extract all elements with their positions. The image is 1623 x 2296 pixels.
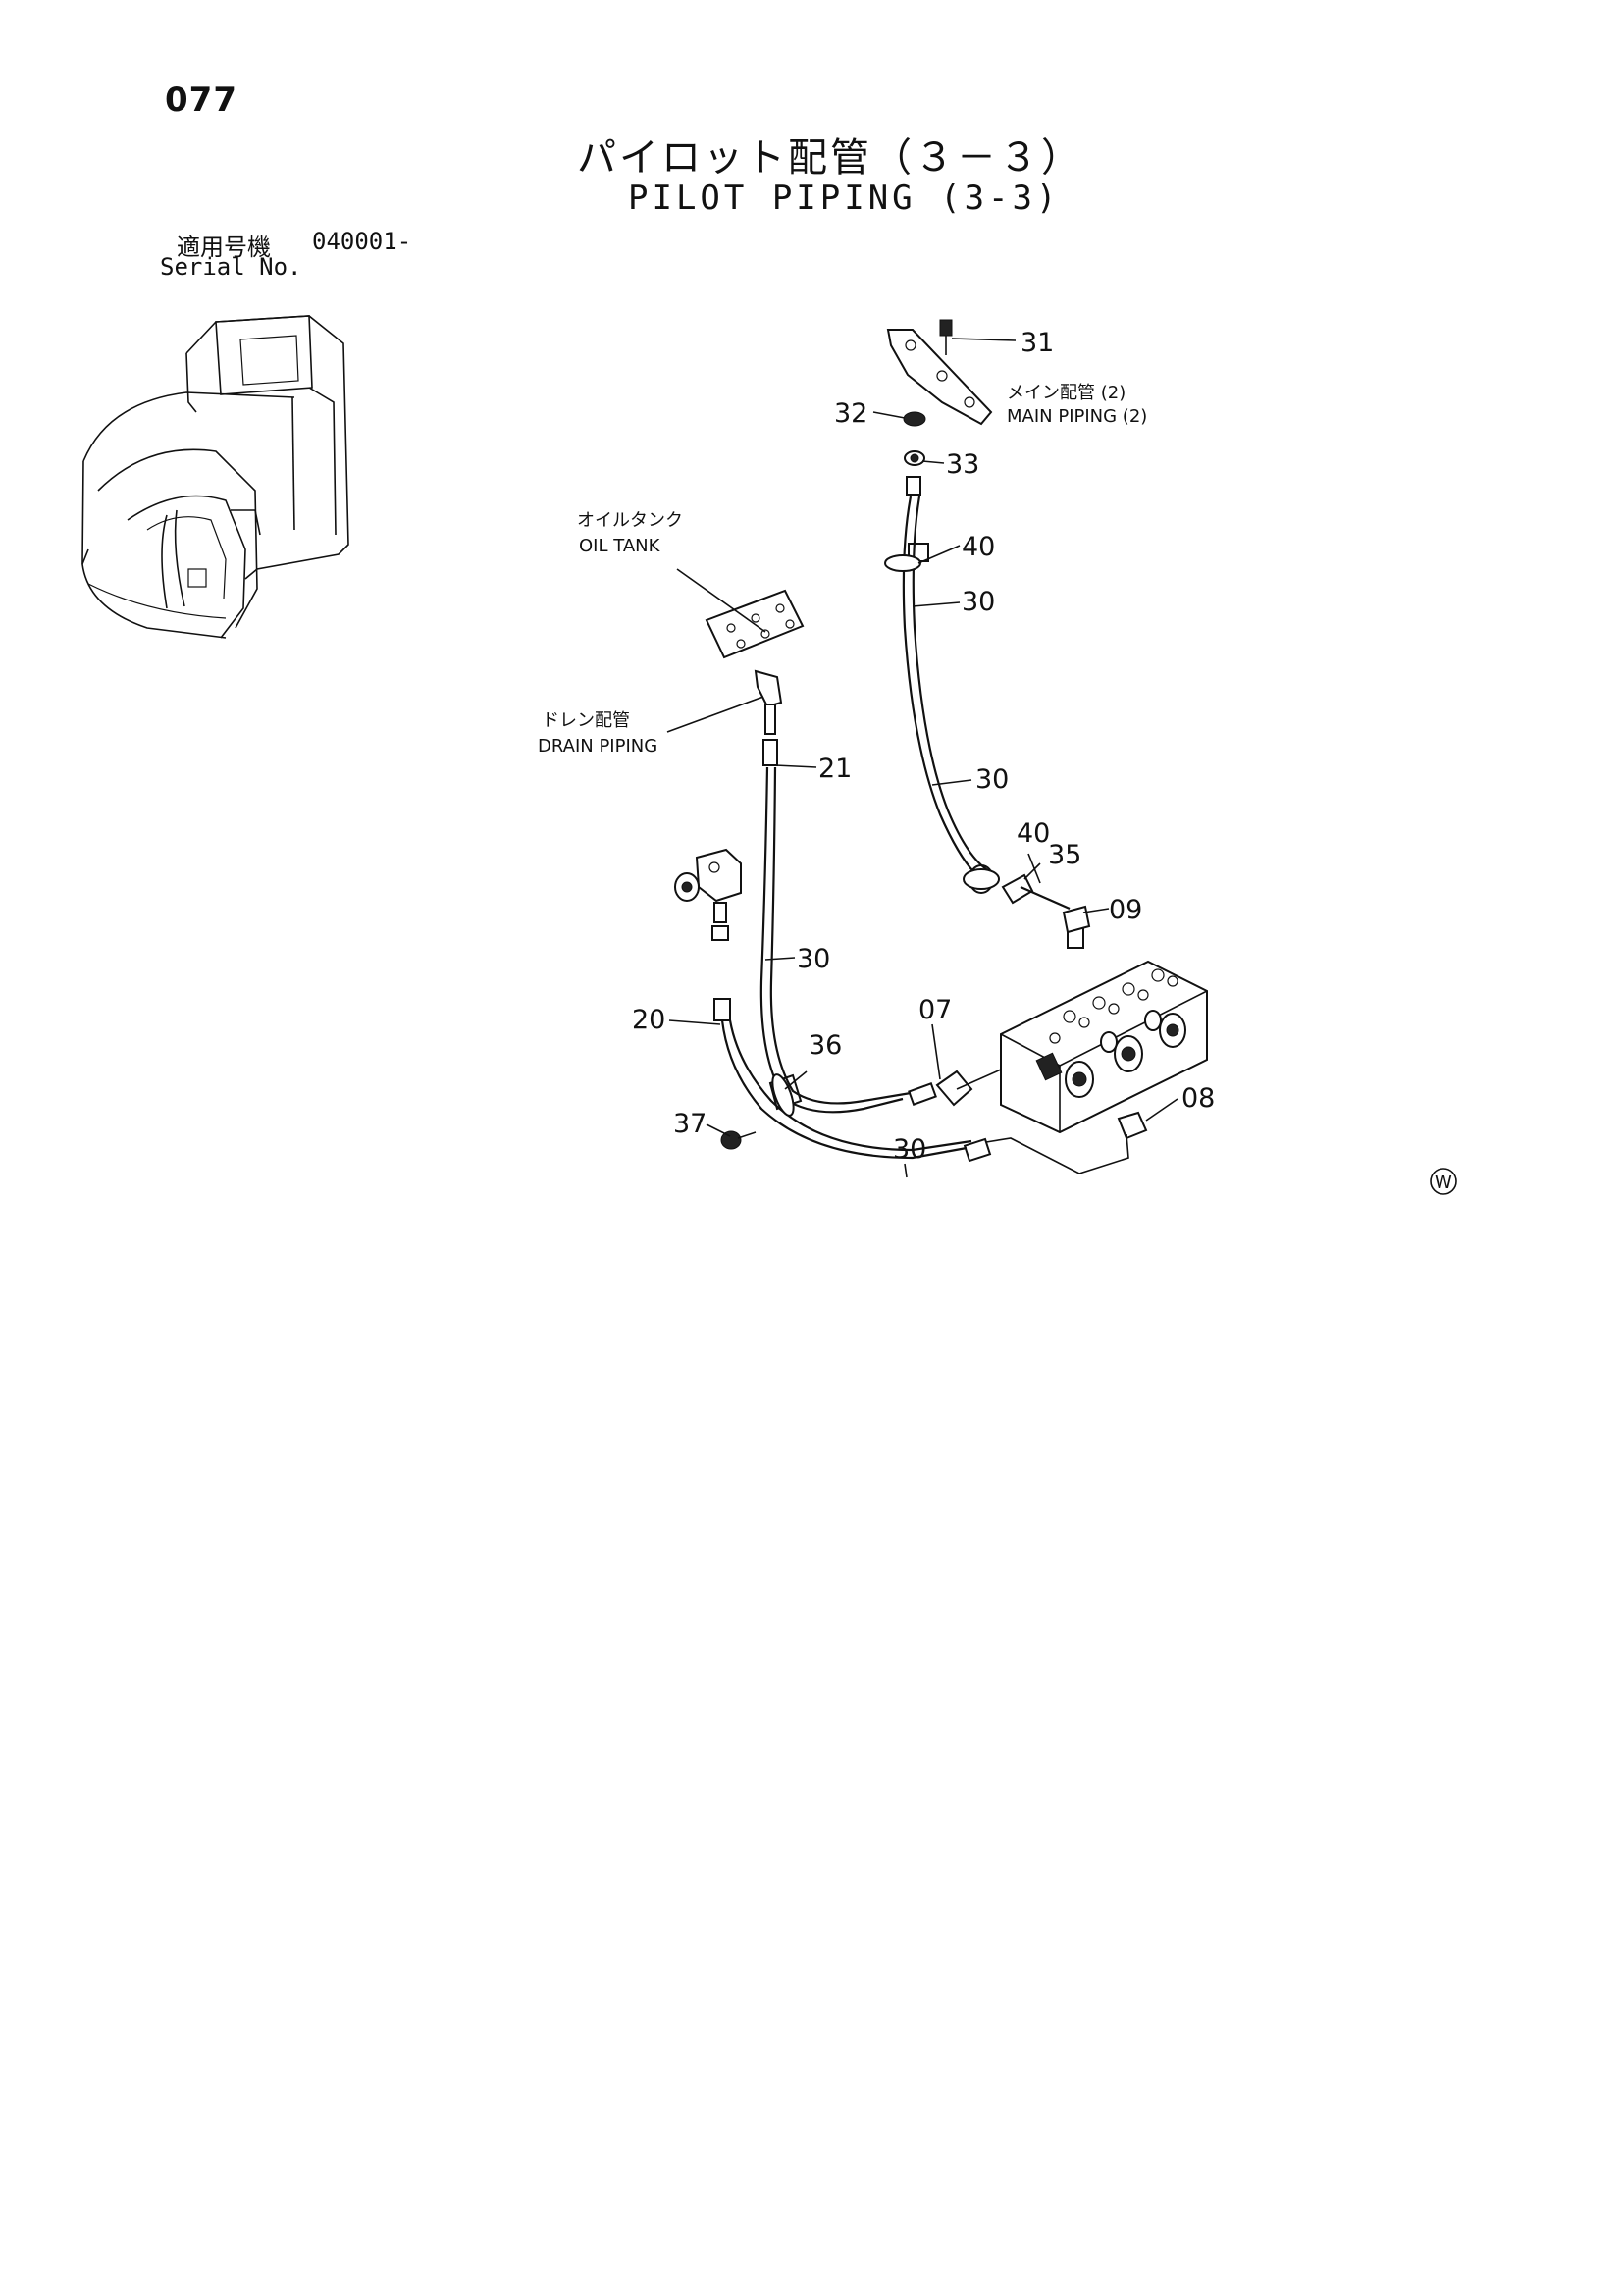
- callout-35: 35: [1048, 840, 1081, 870]
- oil-tank-label-jp: オイルタンク: [577, 510, 683, 531]
- callout-30-left: 30: [797, 944, 830, 974]
- callout-37: 37: [673, 1109, 707, 1139]
- callout-21: 21: [818, 754, 852, 784]
- leader-lines: [666, 338, 1178, 1178]
- excavator-locator-illustration: [81, 315, 349, 639]
- callout-numbers: 31 32 33 40 30 21 30 40 35 09 30 07 20 3…: [632, 328, 1215, 1165]
- solenoid-block: [674, 848, 742, 1021]
- callout-30-right: 30: [975, 764, 1009, 795]
- annotation-labels: メイン配管 (2) MAIN PIPING (2) オイルタンク OIL TAN…: [538, 383, 1147, 757]
- page-title-english: PILOT PIPING (3-3): [628, 179, 1061, 218]
- callout-30-bottom: 30: [893, 1134, 926, 1165]
- callout-32: 32: [834, 398, 867, 429]
- main-piping-bracket: [886, 319, 993, 562]
- corner-w-mark: W: [1430, 1168, 1457, 1195]
- page-title-japanese: パイロット配管（３－３）: [577, 135, 1083, 181]
- oil-tank-label-en: OIL TANK: [579, 536, 661, 556]
- callout-40-lower: 40: [1017, 818, 1050, 849]
- callout-40-upper: 40: [962, 532, 995, 562]
- drain-piping-label-jp: ドレン配管: [542, 710, 630, 731]
- main-piping-label-en: MAIN PIPING (2): [1007, 406, 1147, 427]
- serial-label-japanese: 適用号機: [177, 234, 271, 261]
- page-number: 077: [165, 80, 237, 120]
- callout-08: 08: [1181, 1083, 1215, 1114]
- serial-number-value: 040001-: [312, 228, 412, 255]
- corner-w-letter: W: [1435, 1173, 1452, 1193]
- callout-07: 07: [918, 995, 952, 1025]
- oil-tank-flange: [705, 589, 805, 766]
- callout-33: 33: [946, 449, 979, 480]
- main-piping-label-jp: メイン配管 (2): [1007, 383, 1126, 403]
- serial-label-english: Serial No.: [160, 253, 302, 281]
- drain-piping-label-en: DRAIN PIPING: [538, 736, 657, 757]
- callout-20: 20: [632, 1005, 665, 1035]
- callout-36: 36: [809, 1030, 842, 1061]
- callout-09: 09: [1109, 895, 1142, 925]
- control-valve-block: [1000, 905, 1208, 1134]
- hoses: [720, 496, 1129, 1174]
- callout-30-upper: 30: [962, 587, 995, 617]
- callout-31: 31: [1021, 328, 1054, 358]
